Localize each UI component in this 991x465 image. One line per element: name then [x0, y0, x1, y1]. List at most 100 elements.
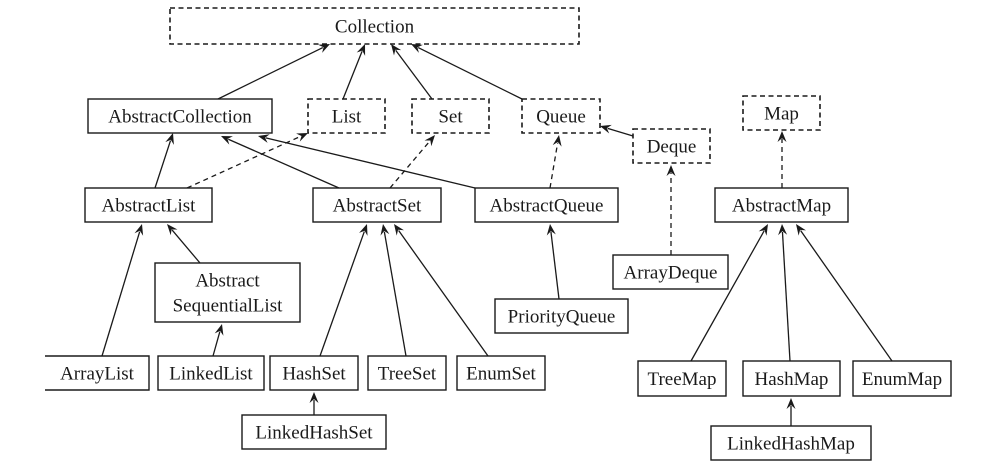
node-label: AbstractQueue [490, 196, 604, 217]
edge-hash-map-to-abstract-map [778, 224, 791, 362]
class-box [367, 355, 447, 391]
edge-abstract-set-to-set [389, 135, 435, 189]
class-box [84, 187, 213, 223]
node-collection: Collection [169, 7, 580, 45]
edge-abstract-queue-to-queue [549, 135, 562, 189]
class-box [637, 360, 727, 397]
node-label: HashMap [755, 369, 829, 390]
edge-abstract-queue-to-abstract-collection [258, 134, 476, 189]
interface-box [521, 98, 601, 134]
node-label: TreeMap [648, 369, 717, 390]
node-deque: Deque [632, 128, 711, 164]
class-box [474, 187, 619, 223]
class-box [154, 262, 301, 323]
class-box [157, 355, 265, 391]
arrowhead-icon [777, 131, 787, 142]
node-linked-hash-set: LinkedHashSet [241, 414, 387, 450]
node-abstract-set: AbstractSet [312, 187, 442, 223]
node-label: LinkedList [169, 364, 253, 385]
edge-line [101, 231, 141, 357]
arrowhead-icon [214, 324, 224, 336]
edge-line [800, 230, 893, 362]
edge-array-list-to-abstract-list [101, 224, 144, 357]
edge-line [417, 46, 523, 100]
node-label: ArrayList [60, 364, 135, 385]
node-label: Deque [647, 137, 697, 158]
node-hash-set: HashSet [269, 355, 359, 391]
node-tree-set: TreeSet [367, 355, 447, 391]
arrowhead-icon [356, 44, 366, 56]
edge-line [265, 137, 476, 189]
edge-line [549, 142, 559, 189]
node-linked-hash-map: LinkedHashMap [710, 425, 872, 461]
edge-line [398, 230, 489, 357]
arrowhead-icon [134, 224, 144, 236]
class-box [87, 98, 273, 134]
edge-abstract-collection-to-collection [217, 44, 330, 100]
edge-set-to-collection [391, 44, 433, 100]
edge-abstract-list-to-list [186, 133, 308, 189]
node-label: ArrayDeque [624, 263, 718, 284]
node-label: EnumSet [466, 364, 536, 385]
edge-abstract-sequential-list-to-abstract-list [167, 224, 201, 264]
node-list: List [307, 98, 386, 134]
edge-line [690, 230, 765, 362]
arrowhead-icon [394, 224, 404, 236]
node-hash-map: HashMap [742, 360, 841, 397]
edge-line [228, 138, 340, 189]
arrowhead-icon [778, 224, 788, 236]
node-label: Collection [335, 17, 415, 38]
class-box [269, 355, 359, 391]
edge-abstract-map-to-map [777, 131, 787, 188]
node-label: AbstractSet [333, 196, 422, 217]
class-box [612, 254, 729, 290]
node-array-deque: ArrayDeque [612, 254, 729, 290]
node-label: SequentialList [173, 296, 283, 317]
node-label: EnumMap [862, 369, 942, 390]
edge-line [607, 127, 634, 137]
arrowhead-icon [380, 224, 390, 236]
arrowhead-icon [411, 44, 423, 53]
class-box [494, 298, 629, 334]
node-set: Set [411, 98, 490, 134]
arrowhead-icon [546, 224, 556, 236]
edge-tree-set-to-abstract-set [380, 224, 407, 357]
arrowhead-icon [309, 392, 319, 403]
edge-enum-set-to-abstract-set [394, 224, 489, 357]
arrowhead-icon [666, 165, 676, 176]
node-label: AbstractList [102, 196, 197, 217]
edge-enum-map-to-abstract-map [796, 224, 893, 362]
node-abstract-queue: AbstractQueue [474, 187, 619, 223]
arrowhead-icon [318, 44, 330, 53]
edge-line [342, 51, 363, 100]
node-enum-map: EnumMap [852, 360, 952, 397]
arrowhead-icon [296, 133, 308, 142]
edge-abstract-set-to-abstract-collection [221, 136, 340, 189]
node-abstract-map: AbstractMap [714, 187, 849, 223]
node-map: Map [742, 95, 821, 131]
node-label: List [332, 107, 362, 128]
interface-box [169, 7, 580, 45]
node-abstract-list: AbstractList [84, 187, 213, 223]
interface-box [632, 128, 711, 164]
node-label: Set [438, 107, 463, 128]
edge-line [171, 229, 201, 264]
node-label: LinkedHashSet [255, 423, 373, 444]
node-label: AbstractCollection [108, 107, 252, 128]
node-label: PriorityQueue [508, 307, 616, 328]
edge-linked-list-to-abstract-sequential-list [212, 324, 224, 357]
node-queue: Queue [521, 98, 601, 134]
interface-box [742, 95, 821, 131]
edge-line [217, 46, 324, 100]
class-box [241, 414, 387, 450]
edge-line [395, 50, 433, 100]
class-box [852, 360, 952, 397]
node-label: HashSet [282, 364, 346, 385]
edge-priority-queue-to-abstract-queue [546, 224, 560, 300]
node-label: Abstract [195, 271, 260, 292]
arrowhead-icon [552, 135, 562, 147]
edge-line [781, 231, 791, 362]
arrowhead-icon [167, 224, 178, 236]
node-priority-queue: PriorityQueue [494, 298, 629, 334]
